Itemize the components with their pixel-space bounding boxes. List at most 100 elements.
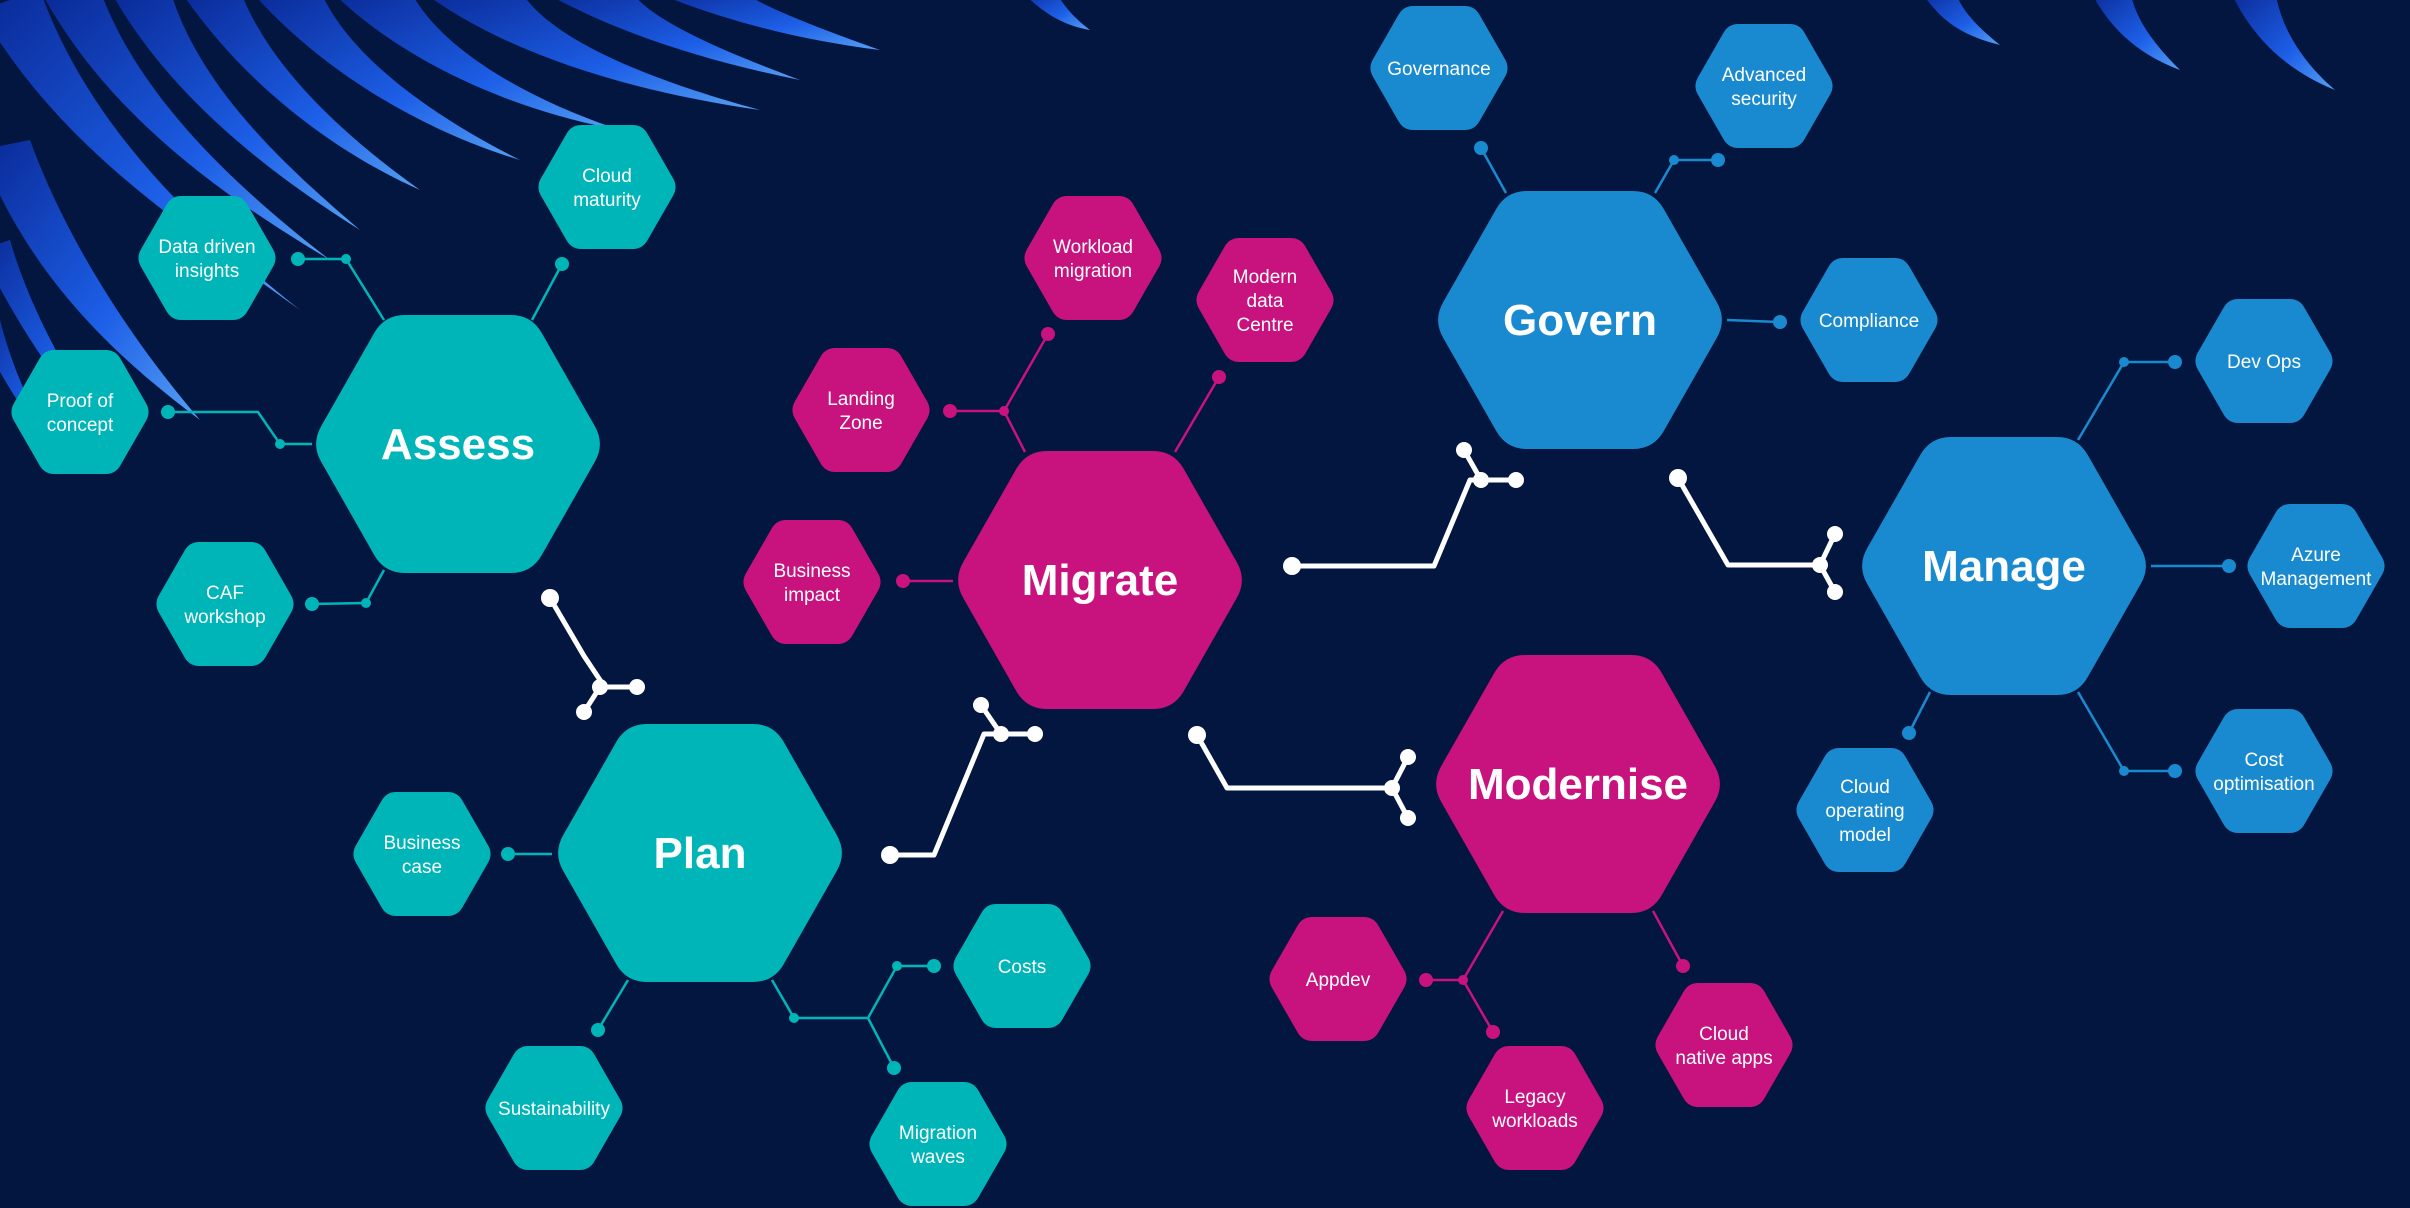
hexagon-shape bbox=[316, 315, 600, 573]
node-label-line: Costs bbox=[998, 957, 1047, 978]
flow-line bbox=[1675, 476, 1820, 568]
branch-dot bbox=[896, 574, 910, 588]
node-label-line: waves bbox=[910, 1147, 965, 1168]
branch-line bbox=[596, 979, 630, 1031]
hexagon-shape bbox=[1269, 917, 1407, 1041]
flow-line bbox=[1194, 733, 1390, 791]
branch-line bbox=[866, 1017, 896, 1069]
hexagon-shape bbox=[958, 451, 1242, 709]
branch-dot bbox=[943, 404, 957, 418]
branch-dot bbox=[2222, 559, 2236, 573]
branch-line bbox=[1173, 376, 1221, 453]
hexagon-shape bbox=[538, 125, 676, 249]
branch-dot bbox=[555, 257, 569, 271]
node-label-line: operating bbox=[1825, 801, 1904, 822]
hexagon-shape bbox=[1466, 1046, 1604, 1170]
node-governance: Governance bbox=[1370, 6, 1508, 130]
flow-prong-dot bbox=[1827, 526, 1843, 542]
branch-dot bbox=[892, 961, 902, 971]
decorative-feathers-left bbox=[0, 0, 1090, 460]
flow-start-dot bbox=[1283, 557, 1301, 575]
node-label-line: insights bbox=[175, 261, 239, 282]
branch-dot bbox=[789, 1013, 799, 1023]
node-label-line: data bbox=[1247, 291, 1284, 312]
branch-dot bbox=[1212, 370, 1226, 384]
node-label: Migrate bbox=[1022, 556, 1178, 605]
node-appdev: Appdev bbox=[1269, 917, 1407, 1041]
branch-line bbox=[2076, 360, 2175, 441]
node-label-line: Cloud bbox=[1699, 1024, 1749, 1045]
node-assess: Assess bbox=[316, 315, 600, 573]
node-label-line: Migration bbox=[899, 1123, 977, 1144]
branch-dot bbox=[887, 1061, 901, 1075]
branch-dot bbox=[161, 405, 175, 419]
flow-line bbox=[890, 731, 1000, 858]
hexagon-shape bbox=[1655, 983, 1793, 1107]
node-migration-waves: Migration waves bbox=[869, 1082, 1007, 1206]
branch-line bbox=[2076, 691, 2175, 773]
hexagon-shape bbox=[353, 792, 491, 916]
flow-connector bbox=[1283, 442, 1524, 575]
node-label-line: Landing bbox=[827, 389, 895, 410]
branch-line bbox=[770, 964, 934, 1020]
hexagon-shape bbox=[156, 542, 294, 666]
branch-line bbox=[1726, 318, 1781, 324]
node-costs: Costs bbox=[953, 904, 1091, 1028]
node-compliance: Compliance bbox=[1800, 258, 1938, 382]
hexagon-shape bbox=[2247, 504, 2385, 628]
hexagon-shape bbox=[485, 1046, 623, 1170]
branch-line bbox=[530, 263, 564, 321]
decorative-feathers-right bbox=[1927, 0, 2335, 90]
node-label: Modernise bbox=[1468, 760, 1688, 809]
flow-prong-dot bbox=[973, 697, 989, 713]
branch-dot bbox=[1711, 153, 1725, 167]
hexagon-shape bbox=[2195, 709, 2333, 833]
node-label-line: workshop bbox=[183, 607, 265, 628]
flow-prong-dot bbox=[1508, 472, 1524, 488]
node-label-line: Management bbox=[2261, 569, 2373, 590]
branch-line bbox=[298, 257, 386, 321]
node-label-line: impact bbox=[784, 585, 841, 606]
branch-line bbox=[950, 409, 1027, 453]
flow-line bbox=[1292, 477, 1481, 569]
branch-line bbox=[1653, 158, 1718, 194]
connector-lines bbox=[161, 141, 2236, 1075]
node-modernise: Modernise bbox=[1436, 655, 1720, 913]
flow-connector bbox=[1188, 726, 1416, 826]
branch-dot bbox=[1474, 141, 1488, 155]
flow-line bbox=[547, 596, 607, 688]
branch-line bbox=[1002, 333, 1050, 412]
flow-connector bbox=[541, 589, 645, 720]
node-label-line: Workload bbox=[1053, 237, 1133, 258]
branch-line bbox=[1461, 979, 1495, 1033]
hexagon-shape bbox=[1370, 6, 1508, 130]
branch-dot bbox=[591, 1023, 605, 1037]
node-label-line: Legacy bbox=[1504, 1087, 1566, 1108]
branch-dot bbox=[2119, 766, 2129, 776]
node-dev-ops: Dev Ops bbox=[2195, 299, 2333, 423]
flow-prong-dot bbox=[576, 704, 592, 720]
node-label-line: Business bbox=[383, 833, 460, 854]
node-label-line: Azure bbox=[2291, 545, 2341, 566]
branch-line bbox=[1651, 910, 1685, 967]
branch-line bbox=[311, 569, 386, 606]
branch-dot bbox=[501, 847, 515, 861]
branch-line bbox=[1479, 147, 1508, 194]
hexagon-shape bbox=[11, 350, 149, 474]
node-label-line: workloads bbox=[1491, 1111, 1578, 1132]
hexagon-shape bbox=[1800, 258, 1938, 382]
node-label-line: maturity bbox=[573, 190, 641, 211]
node-migrate: Migrate bbox=[958, 451, 1242, 709]
branch-dot bbox=[927, 959, 941, 973]
hexagon-shape bbox=[558, 724, 842, 982]
branch-line bbox=[168, 410, 312, 446]
node-label-line: Cost bbox=[2244, 750, 2284, 771]
hexagon-shape bbox=[1796, 748, 1934, 872]
